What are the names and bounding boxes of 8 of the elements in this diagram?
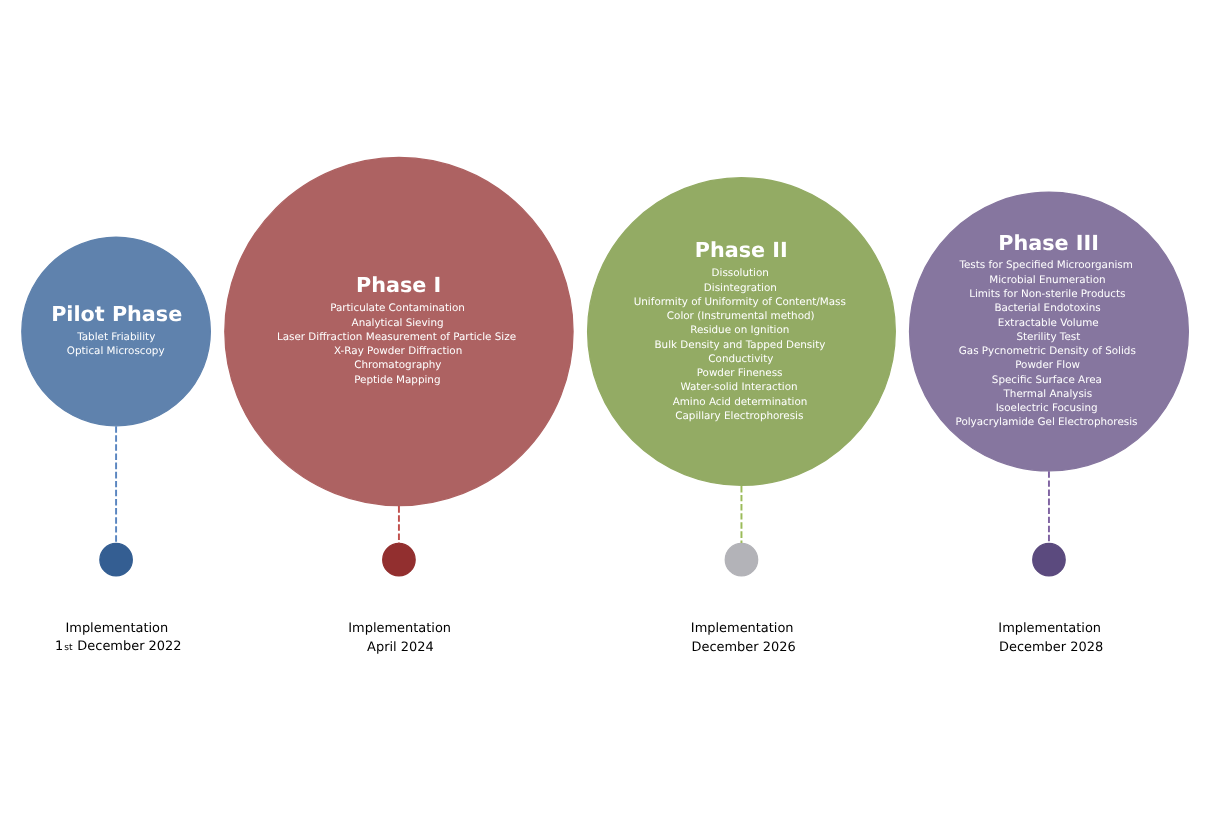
connector — [397, 505, 400, 545]
node-circle — [1032, 542, 1066, 577]
node-circle — [724, 542, 759, 577]
node-circle — [382, 542, 416, 577]
connector — [740, 484, 743, 544]
connector — [1048, 470, 1050, 545]
node-circle — [99, 542, 133, 577]
connector — [115, 425, 118, 545]
